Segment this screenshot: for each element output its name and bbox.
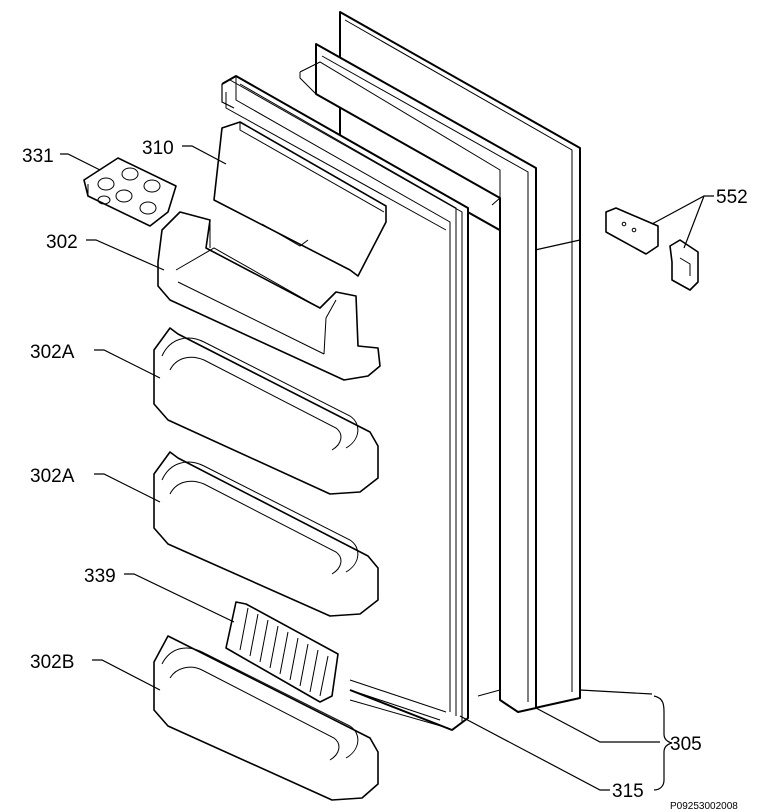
label-302b: 302B bbox=[30, 652, 74, 673]
label-331: 331 bbox=[22, 146, 54, 167]
label-302: 302 bbox=[46, 232, 78, 253]
drawing-code: P09253002008 bbox=[670, 801, 738, 812]
label-302a-lower: 302A bbox=[30, 466, 75, 487]
part-552-hinge bbox=[605, 207, 699, 291]
leader-lines bbox=[60, 145, 714, 791]
label-305: 305 bbox=[670, 734, 702, 755]
door-gasket bbox=[221, 75, 469, 731]
label-310: 310 bbox=[142, 138, 174, 159]
label-315: 315 bbox=[612, 781, 644, 802]
part-310-flap bbox=[213, 121, 387, 277]
part-302-shelf bbox=[157, 211, 381, 381]
part-339-rack bbox=[225, 601, 339, 703]
label-339: 339 bbox=[84, 566, 116, 587]
part-302a-lower-shelf bbox=[153, 451, 379, 617]
label-302a-upper: 302A bbox=[30, 342, 75, 363]
part-331-egg-tray bbox=[83, 157, 177, 227]
part-labels: 331 310 302 302A 302A 339 302B 552 305 3… bbox=[22, 138, 748, 812]
part-302b-bottom-shelf bbox=[153, 635, 379, 801]
label-552: 552 bbox=[716, 187, 748, 208]
door-inner-liner bbox=[299, 43, 537, 713]
part-302a-upper-shelf bbox=[153, 327, 379, 495]
